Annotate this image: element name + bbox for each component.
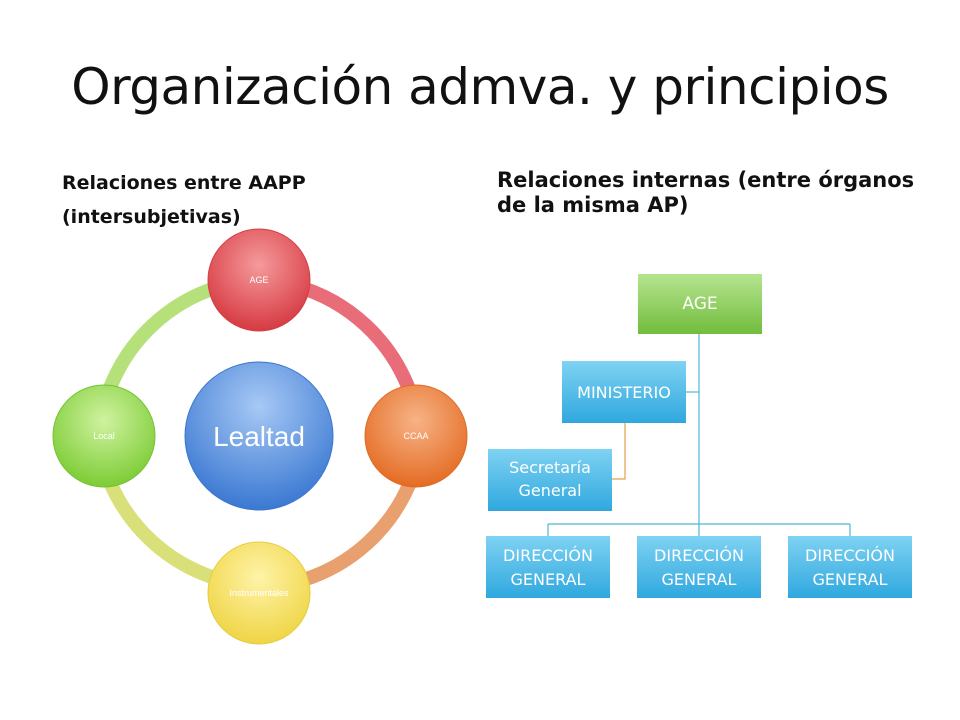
- org-box-direccion-2-label-2: GENERAL: [662, 570, 737, 589]
- left-heading: Relaciones entre AAPP (intersubjetivas): [62, 172, 306, 228]
- org-box-direccion-2: [637, 536, 761, 598]
- org-box-age-label: AGE: [682, 294, 717, 314]
- cycle-node-ccaa-label: CCAA: [403, 431, 428, 441]
- org-box-direccion-2-label-1: DIRECCIÓN: [654, 546, 744, 565]
- cycle-node-instrumentales-label: Instrumentales: [229, 588, 289, 598]
- org-box-direccion-1: [486, 536, 610, 598]
- org-box-secretaria: [488, 449, 612, 511]
- org-box-direccion-3: [788, 536, 912, 598]
- org-box-direccion-1-label-2: GENERAL: [511, 570, 586, 589]
- org-box-direccion-3-label-2: GENERAL: [813, 570, 888, 589]
- org-box-ministerio: [562, 361, 686, 423]
- org-box-direccion-1-label-1: DIRECCIÓN: [503, 546, 593, 565]
- cycle-center-lealtad: [184, 361, 334, 511]
- cycle-node-local-label: Local: [93, 431, 115, 441]
- org-box-secretaria-label-1: Secretaría: [509, 458, 591, 477]
- ring-arc-ccaa-instrumentales: [296, 478, 416, 587]
- cycle-node-instrumentales: [207, 541, 311, 645]
- cycle-node-age-label: AGE: [249, 275, 268, 285]
- ring-arc-instrumentales-local: [103, 475, 222, 585]
- org-box-direccion-3-label-1: DIRECCIÓN: [805, 546, 895, 565]
- org-box-ministerio-label: MINISTERIO: [577, 383, 671, 402]
- slide-title: Organización admva. y principios: [71, 58, 889, 116]
- connector-secretaria: [612, 423, 626, 480]
- cycle-node-ccaa: [364, 384, 468, 488]
- org-box-age: [638, 274, 762, 334]
- right-heading: Relaciones internas (entre órganos de la…: [497, 168, 915, 217]
- org-box-secretaria-label-2: General: [518, 481, 581, 500]
- ring-arc-age-ccaa: [289, 279, 417, 399]
- cycle-center-label: Lealtad: [213, 421, 305, 452]
- cycle-node-age: [207, 228, 311, 332]
- cycle-node-local: [52, 384, 156, 488]
- ring-arc-local-age: [103, 280, 225, 395]
